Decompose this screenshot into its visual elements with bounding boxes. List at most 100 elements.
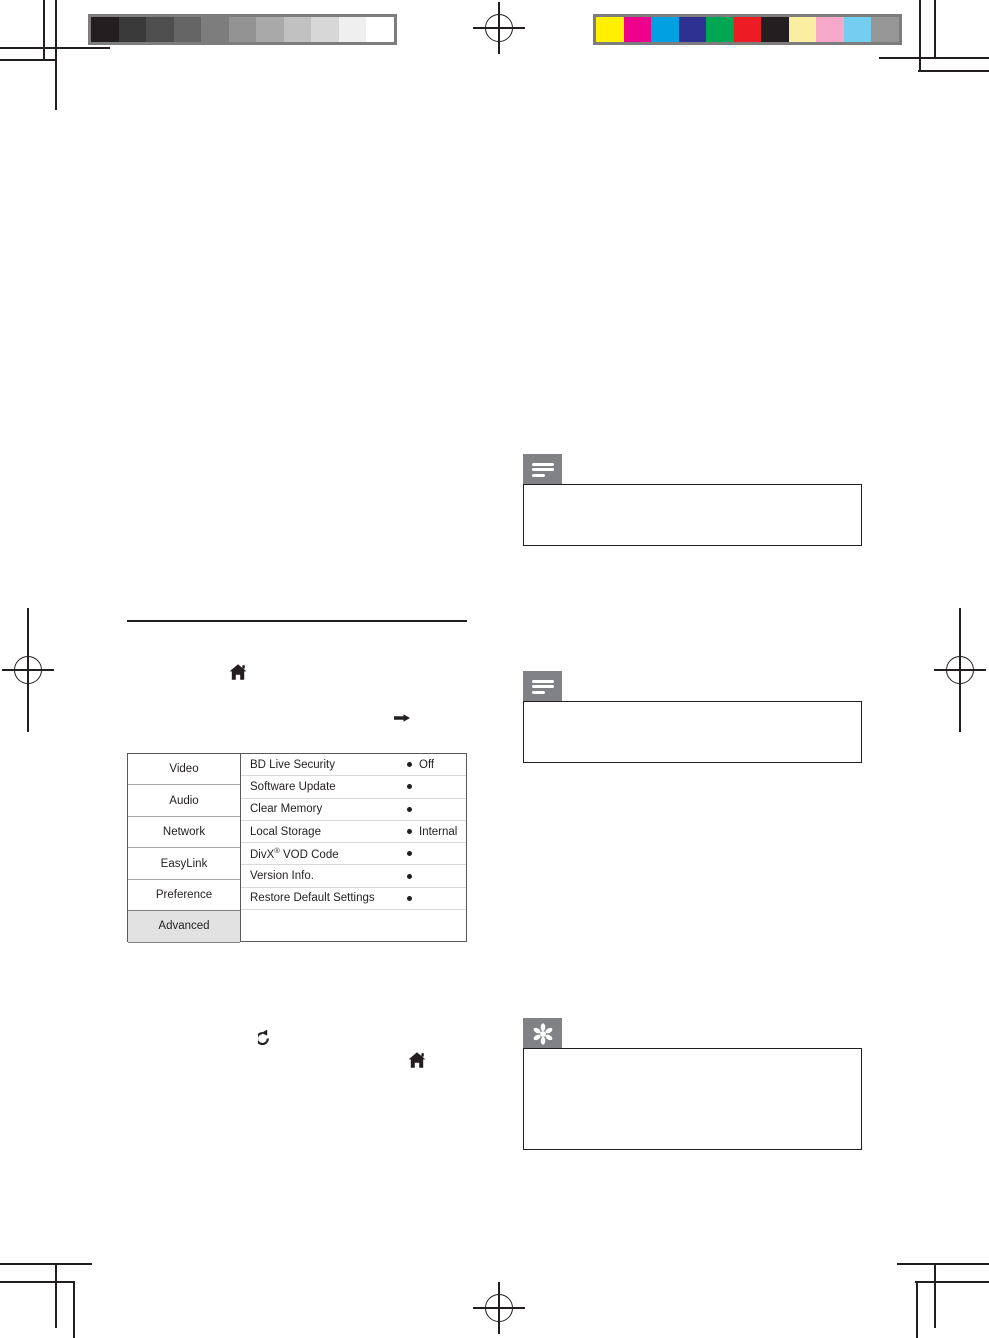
crop-mark-tr-h2 <box>918 70 989 72</box>
note-icon <box>523 454 562 485</box>
setup-menu-option-bullet <box>407 851 412 857</box>
arrow-right-icon <box>394 710 410 728</box>
calibration-swatch-2 <box>651 17 679 42</box>
note-box-1-body <box>523 484 862 546</box>
grayscale-calibration-bar <box>88 14 397 45</box>
setup-menu-option-wrap: DivX® VOD Code <box>250 846 466 861</box>
calibration-swatch-7 <box>283 17 312 42</box>
calibration-swatch-10 <box>871 17 900 42</box>
registration-mark-left <box>2 608 54 732</box>
setup-menu-option-bullet <box>407 784 412 790</box>
setup-menu-category-preference[interactable]: Preference <box>128 878 240 910</box>
setup-menu-option-row[interactable]: Restore Default Settings <box>241 888 466 911</box>
calibration-swatch-1 <box>623 17 652 42</box>
setup-menu-option-label: Clear Memory <box>250 803 323 816</box>
back-arrow-icon <box>258 1029 276 1052</box>
setup-menu-category-label: Preference <box>155 888 213 901</box>
setup-menu-option-row[interactable]: Clear Memory <box>241 799 466 821</box>
registration-mark-bottom <box>473 1282 525 1334</box>
setup-menu-category-label: Advanced <box>158 920 210 933</box>
calibration-swatch-0 <box>91 17 119 42</box>
registration-mark-right <box>934 608 986 732</box>
crop-mark-tl-v2 <box>43 0 45 60</box>
calibration-swatch-8 <box>311 17 339 42</box>
setup-menu-option-row[interactable]: Version Info. <box>241 865 466 888</box>
calibration-swatch-2 <box>146 17 174 42</box>
setup-menu-option-bullet <box>407 762 412 768</box>
calibration-swatch-4 <box>201 17 229 42</box>
calibration-swatch-5 <box>733 17 762 42</box>
crop-mark-tr-v2 <box>919 0 921 71</box>
note-lines-glyph <box>531 462 554 478</box>
crop-mark-br-h1 <box>897 1263 989 1265</box>
note-lines-glyph <box>531 679 554 695</box>
setup-menu-option-label: Restore Default Settings <box>250 892 375 905</box>
crop-mark-tl-v1 <box>55 0 57 110</box>
setup-menu-option-filler <box>241 910 466 941</box>
setup-menu-category-video[interactable]: Video <box>128 754 240 784</box>
calibration-swatch-4 <box>706 17 734 42</box>
setup-menu-category-advanced[interactable]: Advanced <box>128 910 240 943</box>
calibration-swatch-10 <box>366 17 395 42</box>
crop-mark-tr-v1 <box>934 0 936 58</box>
setup-menu-option-row[interactable]: Local Storage Internal <box>241 821 466 844</box>
setup-menu-option-bullet <box>407 873 412 879</box>
setup-menu-category-audio[interactable]: Audio <box>128 784 240 815</box>
crop-mark-br-v1 <box>934 1263 936 1328</box>
home-icon <box>407 1050 427 1075</box>
setup-menu-option-label: Version Info. <box>250 870 314 883</box>
crop-mark-bl-v1 <box>55 1263 57 1328</box>
setup-menu-option-label: Software Update <box>250 780 336 793</box>
calibration-swatch-9 <box>338 17 367 42</box>
setup-menu-option-wrap: Restore Default Settings <box>250 892 466 904</box>
calibration-swatch-3 <box>678 17 707 42</box>
setup-menu-category-network[interactable]: Network <box>128 815 240 847</box>
crop-mark-br-h2 <box>915 1281 989 1283</box>
setup-menu-option-bullet <box>407 806 412 812</box>
setup-menu-option-wrap: Software Update <box>250 781 466 793</box>
crop-mark-br-v2 <box>916 1281 918 1338</box>
setup-menu-option-value: Internal <box>419 825 458 838</box>
calibration-swatch-6 <box>256 17 284 42</box>
setup-menu-option-label: Local Storage <box>250 825 321 838</box>
registration-mark-top <box>473 2 525 54</box>
setup-menu-option-label: BD Live Security <box>250 758 336 771</box>
tip-box-1-body <box>523 1048 862 1150</box>
calibration-swatch-1 <box>118 17 147 42</box>
setup-menu-option-wrap: Clear Memory <box>250 803 466 815</box>
calibration-swatch-0 <box>596 17 624 42</box>
crop-mark-bl-h2 <box>0 1281 75 1283</box>
tip-asterisk-icon <box>523 1018 562 1049</box>
setup-menu-option-bullet <box>407 829 412 835</box>
setup-menu-option-row[interactable]: Software Update <box>241 776 466 799</box>
calibration-swatch-9 <box>843 17 872 42</box>
setup-menu-category-label: Video <box>169 763 199 776</box>
calibration-swatch-5 <box>228 17 257 42</box>
setup-menu-category-label: Audio <box>169 794 199 807</box>
calibration-swatch-3 <box>173 17 202 42</box>
setup-menu-category-easylink[interactable]: EasyLink <box>128 847 240 878</box>
crop-mark-bl-v2 <box>73 1281 75 1338</box>
setup-menu-option-label: DivX® VOD Code <box>250 846 339 862</box>
home-icon <box>228 662 248 687</box>
setup-menu-category-label: EasyLink <box>160 857 208 870</box>
calibration-swatch-8 <box>816 17 844 42</box>
setup-menu-option-wrap: Local Storage Internal <box>250 826 466 838</box>
calibration-swatch-6 <box>761 17 789 42</box>
asterisk-glyph <box>533 1022 552 1045</box>
setup-menu-option-value: Off <box>419 758 435 771</box>
setup-menu-option-wrap: BD Live Security Off <box>250 759 466 771</box>
setup-menu-category-label: Network <box>162 826 206 839</box>
color-calibration-bar <box>593 14 902 45</box>
crop-mark-bl-h1 <box>0 1263 92 1265</box>
section-divider-rule <box>127 620 467 623</box>
note-icon <box>523 671 562 702</box>
setup-menu-option-row[interactable]: DivX® VOD Code <box>241 843 466 866</box>
crop-mark-tl-h2 <box>0 59 56 61</box>
registered-mark: ® <box>274 846 280 856</box>
note-box-2-body <box>523 701 862 763</box>
setup-menu-option-row[interactable]: BD Live Security Off <box>241 754 466 777</box>
